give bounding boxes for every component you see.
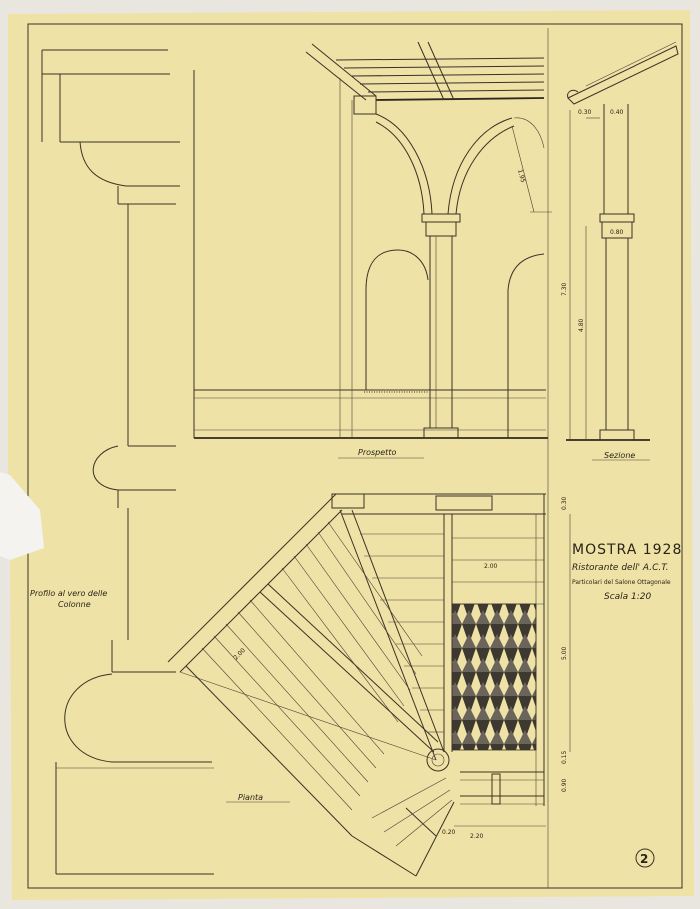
dim-column-height: 4.80 bbox=[578, 318, 585, 332]
elevation-label: Prospetto bbox=[358, 448, 396, 457]
description: Particolari del Salone Ottagonale bbox=[572, 579, 671, 586]
sheet-number-circle bbox=[635, 848, 655, 868]
dim-small-c: 0.20 bbox=[442, 829, 456, 836]
scale: Scala 1:20 bbox=[604, 592, 652, 602]
torn-edge bbox=[0, 472, 44, 560]
section-label: Sezione bbox=[604, 451, 635, 460]
floor-pattern bbox=[451, 603, 537, 751]
subtitle: Ristorante dell' A.C.T. bbox=[572, 563, 669, 573]
column-profile bbox=[41, 49, 214, 875]
title: MOSTRA 1928 bbox=[572, 542, 682, 558]
dim-small-f: 0.15 bbox=[561, 750, 568, 764]
plan-slats bbox=[201, 521, 453, 847]
dim-small-b: 0.40 bbox=[610, 109, 624, 116]
dim-plan-width-a: 2.00 bbox=[484, 563, 498, 570]
paper-sheet bbox=[8, 10, 694, 900]
elevation-view bbox=[193, 41, 552, 439]
profile-label-line2: Colonne bbox=[58, 600, 91, 609]
dim-small-g: 0.90 bbox=[561, 778, 568, 792]
sheet-border bbox=[27, 23, 683, 889]
section-view bbox=[547, 28, 679, 888]
dim-arch-rise: 1.95 bbox=[516, 169, 526, 184]
dim-plan-width-c: 2.20 bbox=[470, 833, 484, 840]
dim-plan-depth: 5.00 bbox=[561, 646, 568, 660]
dim-small-d: 0.30 bbox=[561, 496, 568, 510]
profile-label-line1: Profilo al vero delle bbox=[30, 589, 107, 598]
sheet-number: 2 bbox=[640, 852, 648, 866]
dim-small-a: 0.30 bbox=[578, 109, 592, 116]
plan-label: Pianta bbox=[238, 793, 263, 802]
dim-small-e: 0.80 bbox=[610, 229, 624, 236]
dim-height-total: 7.30 bbox=[561, 282, 568, 296]
